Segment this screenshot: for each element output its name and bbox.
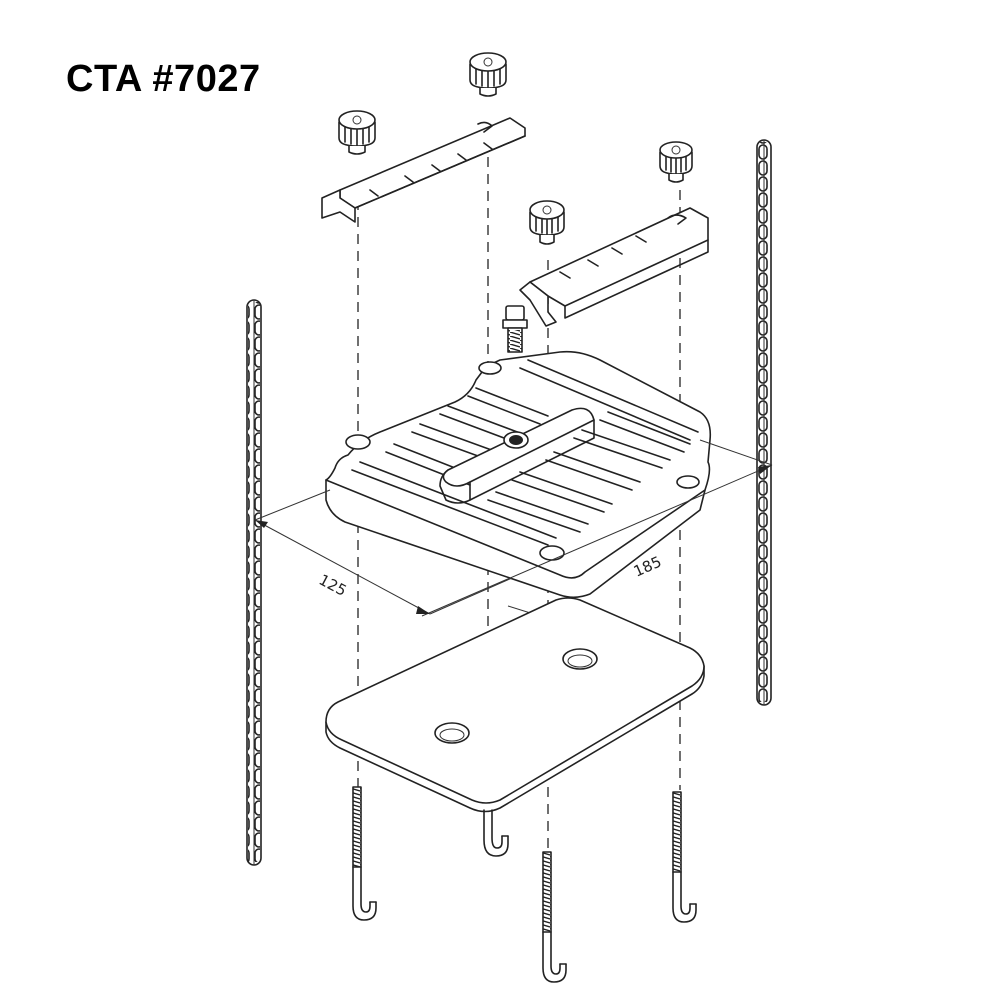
slotted-bracket-lower: [519, 207, 709, 327]
knob-icon: [338, 110, 376, 155]
mount-hole: [676, 475, 700, 489]
j-bolt-icon: [352, 786, 377, 921]
j-bolt-icon: [672, 791, 697, 923]
mount-hole: [345, 434, 371, 450]
j-bolt-icon: [542, 851, 567, 983]
plate-hole: [434, 722, 470, 744]
mount-hole: [539, 545, 565, 561]
dimension-line-length: [421, 464, 773, 617]
valve-stem-icon: [502, 305, 528, 353]
mount-hole: [478, 361, 502, 375]
dimension-label-width: 125: [316, 571, 350, 600]
page-title: CTA #7027: [66, 58, 261, 100]
bottom-flat-plate: [325, 597, 705, 813]
dimension-line-width: [254, 519, 431, 615]
knob-icon: [659, 141, 693, 183]
right-chain: [756, 139, 772, 706]
plate-hole: [562, 648, 598, 670]
j-bolt-icon: [483, 809, 509, 857]
grooved-base-plate: [325, 350, 712, 599]
left-chain: [246, 299, 262, 866]
hex-nut-icon: [503, 431, 529, 449]
slotted-bracket-upper: [321, 117, 526, 223]
knob-icon: [469, 52, 507, 97]
knob-icon: [529, 200, 565, 245]
